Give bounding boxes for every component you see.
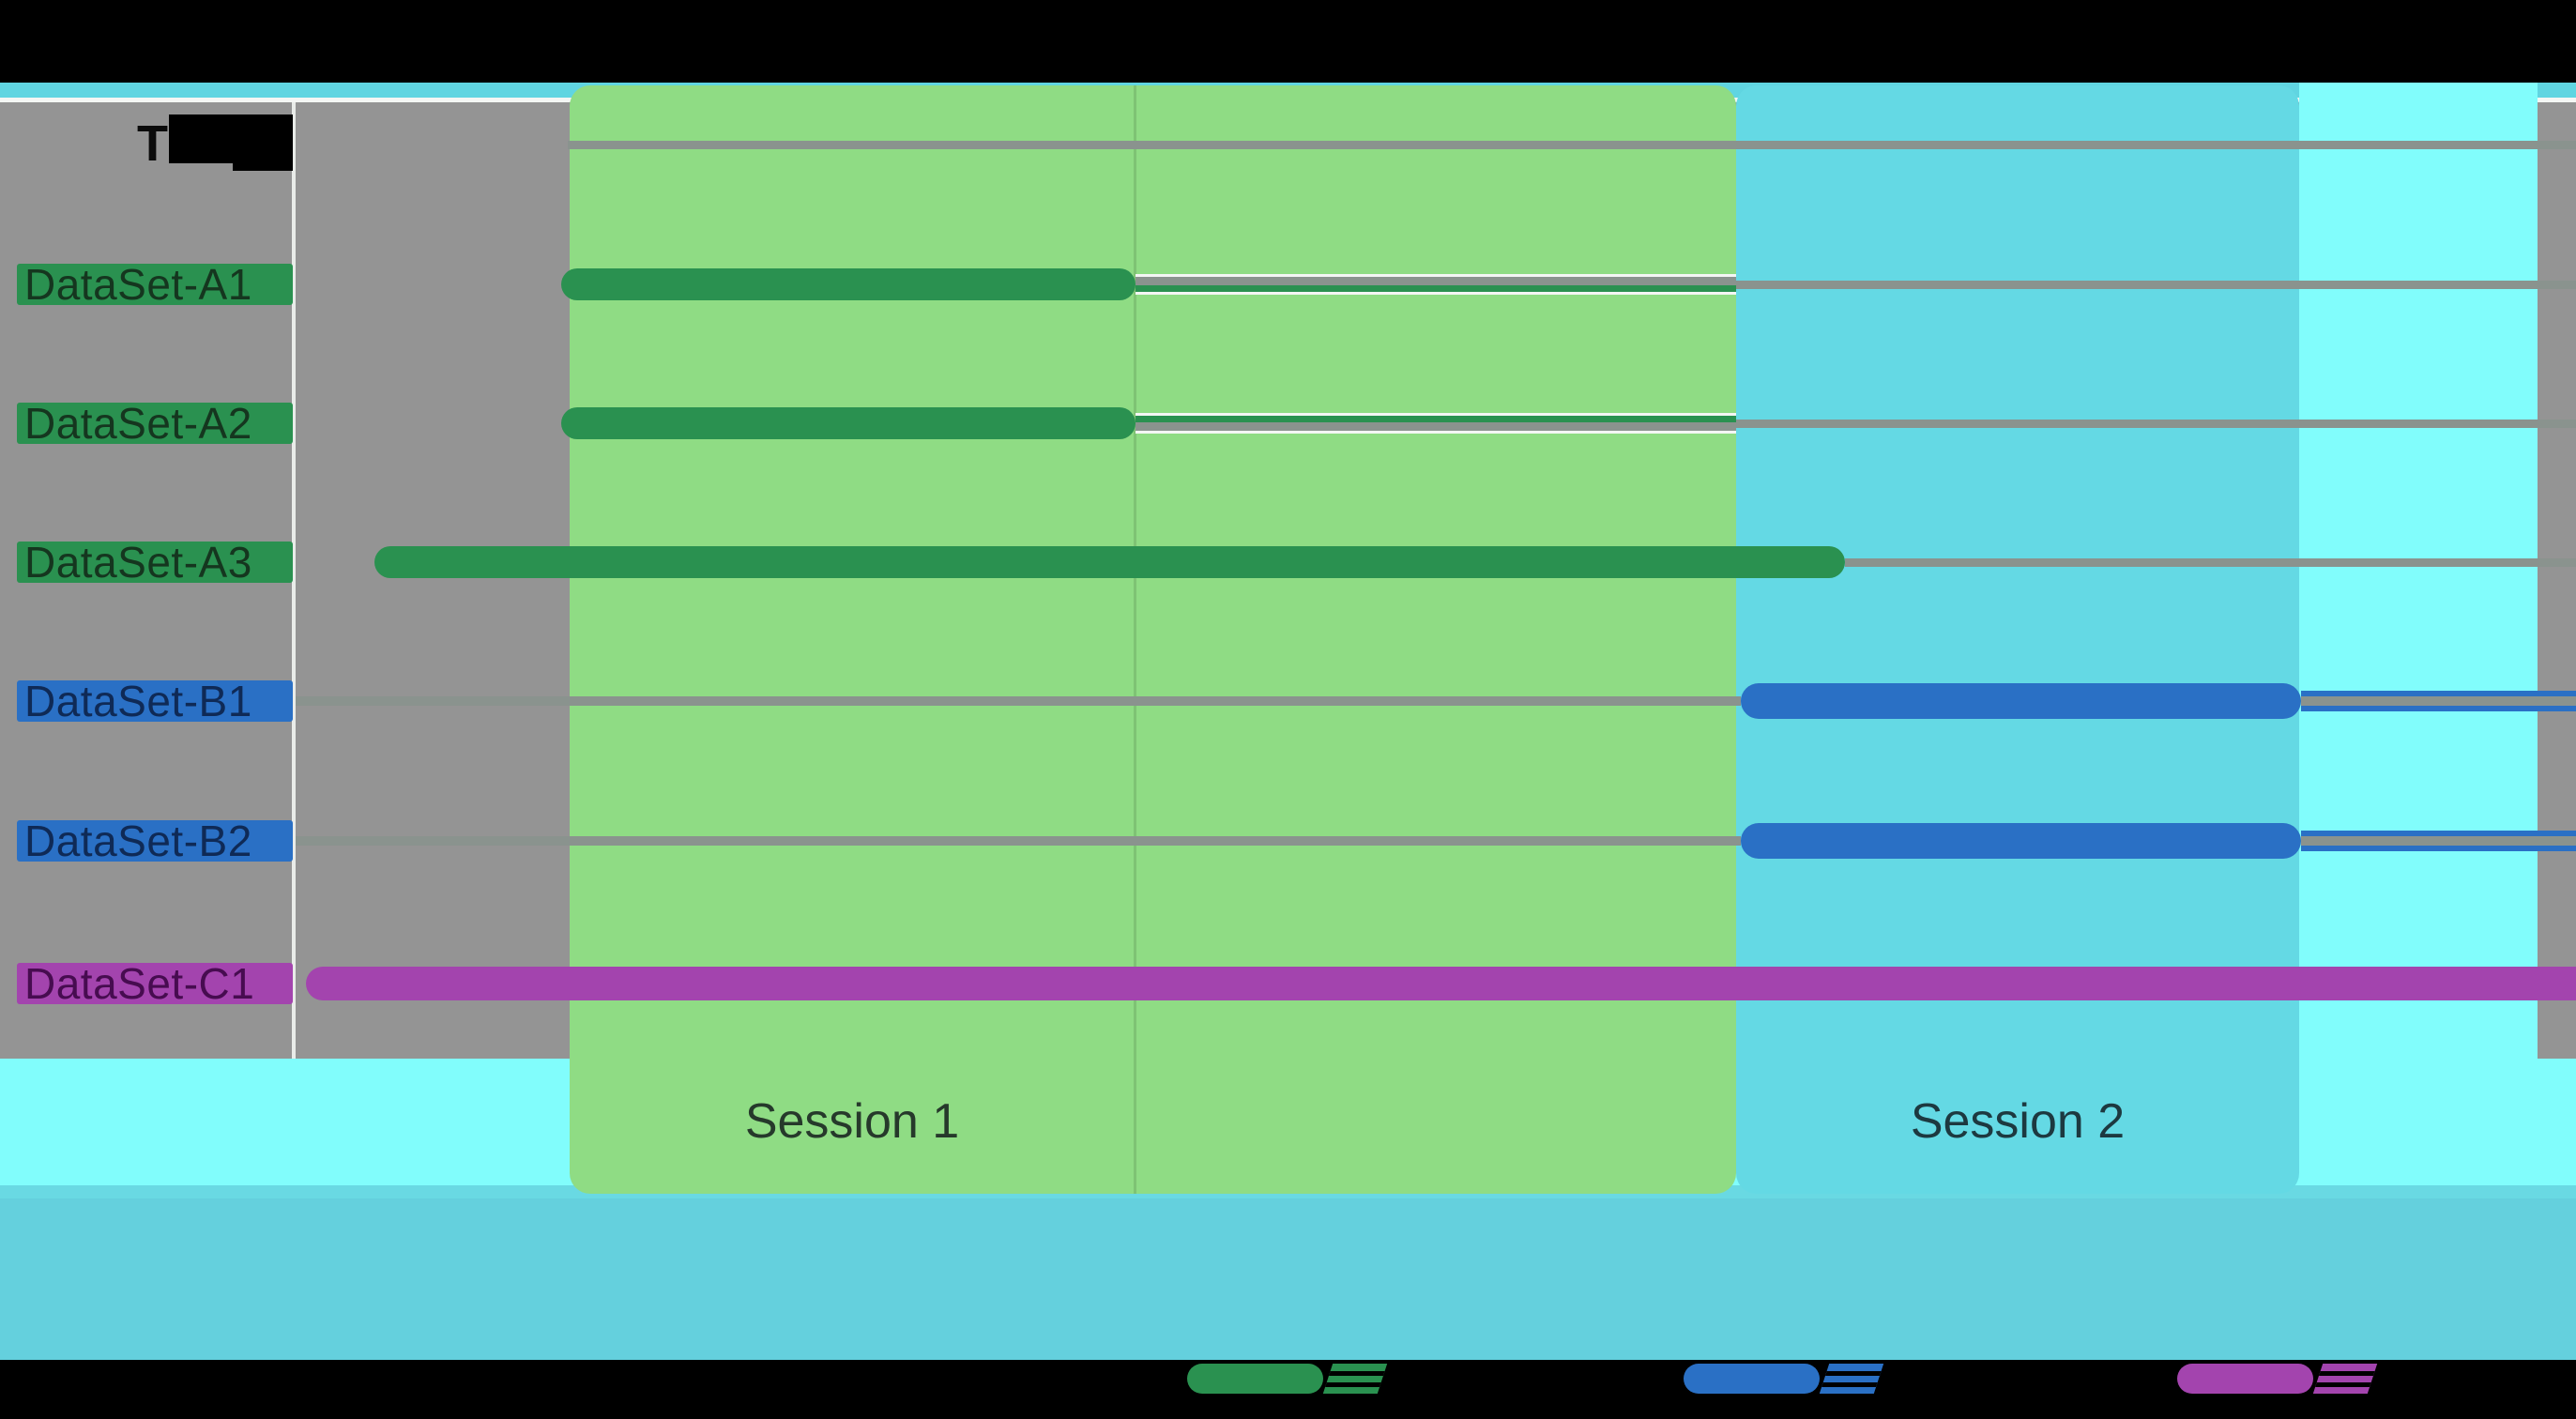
legend-tail-stripe bbox=[1325, 1382, 1381, 1387]
timeline-bar-DataSet-C1 bbox=[306, 967, 2576, 1000]
legend-swatch-green bbox=[1187, 1364, 1323, 1394]
whisker-line-blue bbox=[2301, 846, 2576, 851]
whisker-line-white bbox=[1136, 292, 1736, 295]
whisker-line-green bbox=[1136, 416, 1736, 422]
row-label-DataSet-B1: DataSet-B1 bbox=[17, 680, 293, 722]
timeline-bar-DataSet-A1 bbox=[561, 268, 1136, 300]
legend-swatch-purple bbox=[2177, 1364, 2313, 1394]
session-1-band-divider bbox=[1134, 85, 1136, 1194]
row-whisker-4-1 bbox=[2301, 691, 2576, 711]
session-2-label: Session 2 bbox=[1910, 1094, 2126, 1149]
whisker-line-gray bbox=[2301, 696, 2576, 706]
row-label-DataSet-B2: DataSet-B2 bbox=[17, 820, 293, 862]
whisker-line-blue bbox=[2301, 706, 2576, 711]
whisker-line-gray bbox=[1736, 419, 2576, 428]
whisker-line-gray bbox=[2301, 836, 2576, 846]
session-2-band bbox=[1736, 85, 2299, 1194]
right-band bbox=[2299, 83, 2538, 1185]
chart-title: T bbox=[137, 114, 168, 173]
row-whisker-0-0 bbox=[568, 140, 2576, 149]
session-1-label: Session 1 bbox=[744, 1094, 960, 1149]
legend-swatch-purple-tail bbox=[2312, 1364, 2378, 1394]
whisker-line-green bbox=[1136, 285, 1736, 292]
whisker-line-blue bbox=[2301, 691, 2576, 696]
whisker-line-white bbox=[1136, 413, 1736, 416]
title-redaction-tail bbox=[233, 158, 293, 171]
title-redaction bbox=[169, 114, 293, 163]
y-axis-line bbox=[292, 102, 296, 1059]
timeline-bar-DataSet-A3 bbox=[374, 546, 1845, 578]
row-label-DataSet-A1: DataSet-A1 bbox=[17, 264, 293, 305]
whisker-line-white bbox=[1136, 431, 1736, 434]
legend-tail-stripe bbox=[2318, 1371, 2375, 1376]
legend-tail-stripe bbox=[1328, 1371, 1385, 1376]
whisker-line-gray bbox=[1136, 422, 1736, 431]
whisker-line-white bbox=[1136, 274, 1736, 277]
session-1-band bbox=[570, 85, 1736, 1194]
whisker-line-gray bbox=[1736, 280, 2576, 289]
whisker-line-gray bbox=[1136, 277, 1736, 285]
whisker-line-gray bbox=[296, 836, 1741, 846]
teal-band bbox=[0, 1198, 2576, 1360]
legend-tail-stripe bbox=[1824, 1371, 1882, 1376]
legend-swatch-blue bbox=[1684, 1364, 1820, 1394]
row-label-DataSet-C1: DataSet-C1 bbox=[17, 963, 293, 1004]
whisker-line-blue bbox=[2301, 831, 2576, 836]
whisker-line-gray bbox=[296, 696, 1741, 706]
legend-tail-stripe bbox=[1821, 1382, 1878, 1387]
timeline-bar-DataSet-A2 bbox=[561, 407, 1136, 439]
legend-swatch-green-tail bbox=[1322, 1364, 1388, 1394]
legend-tail-stripe bbox=[2315, 1382, 2371, 1387]
legend-swatch-blue-tail bbox=[1819, 1364, 1884, 1394]
row-whisker-5-1 bbox=[2301, 831, 2576, 851]
timeline-bar-DataSet-B2 bbox=[1741, 823, 2301, 859]
row-whisker-5-0 bbox=[296, 836, 1741, 846]
row-whisker-2-1 bbox=[1736, 419, 2576, 428]
chart-title-text: T bbox=[137, 115, 168, 172]
row-label-DataSet-A3: DataSet-A3 bbox=[17, 542, 293, 583]
row-whisker-2-0 bbox=[1136, 413, 1736, 434]
whisker-line-gray bbox=[1845, 557, 2576, 567]
row-whisker-3-0 bbox=[1845, 557, 2576, 567]
timeline-bar-DataSet-B1 bbox=[1741, 683, 2301, 719]
row-whisker-1-1 bbox=[1736, 280, 2576, 289]
row-label-DataSet-A2: DataSet-A2 bbox=[17, 403, 293, 444]
row-whisker-4-0 bbox=[296, 696, 1741, 706]
whisker-line-gray bbox=[568, 140, 2576, 149]
row-whisker-1-0 bbox=[1136, 274, 1736, 295]
